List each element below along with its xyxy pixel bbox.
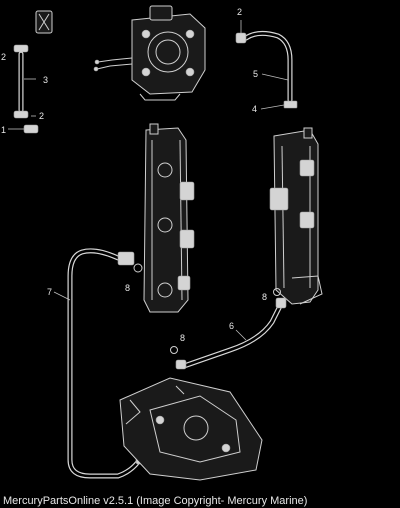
callout-5: 5 <box>253 69 258 79</box>
o-rings <box>133 263 281 354</box>
filter-base <box>119 377 263 481</box>
callout-3: 3 <box>43 75 48 85</box>
short-fuel-hose <box>175 297 287 370</box>
callout-1: 1 <box>1 125 6 135</box>
callout-2: 2 <box>39 111 44 121</box>
copyright-footer: MercuryPartsOnline v2.5.1 (Image Copyrig… <box>3 495 308 507</box>
callout-6: 6 <box>229 321 234 331</box>
callout-8: 8 <box>125 283 130 293</box>
hose-assembly-right <box>235 20 298 110</box>
fuel-rail-left <box>143 123 195 313</box>
callout-7: 7 <box>47 287 52 297</box>
hose-assembly-left <box>8 10 53 134</box>
callout-4: 4 <box>252 104 257 114</box>
callout-8: 8 <box>262 292 267 302</box>
pump-body <box>93 5 206 101</box>
callout-8: 8 <box>180 333 185 343</box>
callout-2: 2 <box>237 7 242 17</box>
fuel-rail-right <box>269 127 323 305</box>
callout-2: 2 <box>1 52 6 62</box>
